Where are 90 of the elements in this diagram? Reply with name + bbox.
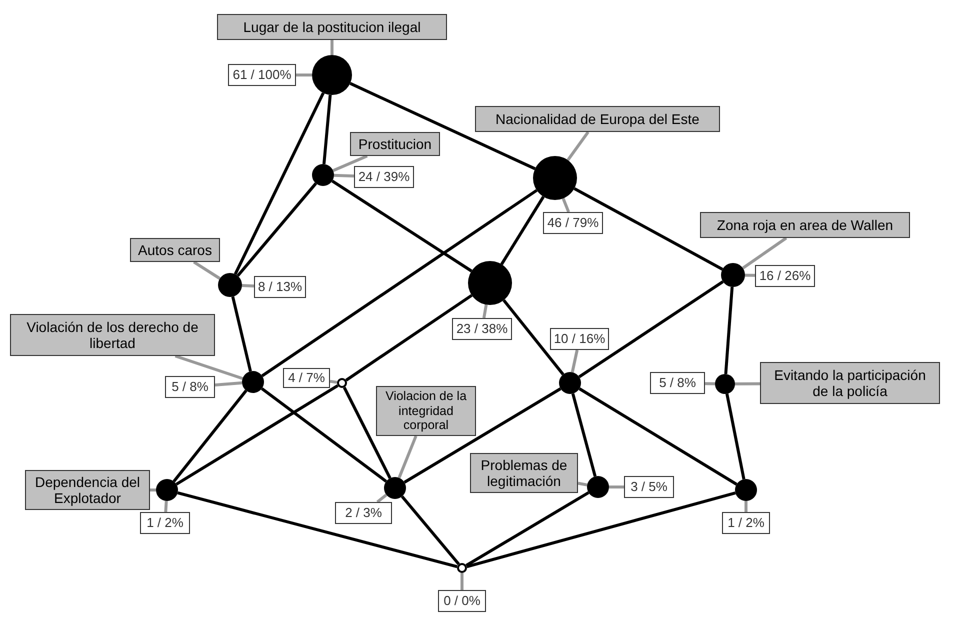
count-label: 0 / 0%: [438, 590, 486, 612]
attribute-label: Autos caros: [130, 238, 220, 262]
concept-node: [384, 477, 406, 499]
lattice-line: [260, 387, 388, 483]
count-label: 1 / 2%: [140, 512, 190, 534]
attribute-label: Violación de los derecho de libertad: [10, 314, 215, 356]
leader-line: [609, 486, 624, 488]
attribute-label: Prostitucion: [350, 132, 440, 156]
lattice-line: [404, 387, 562, 484]
leader-line: [704, 382, 716, 386]
leader-line: [330, 40, 334, 55]
lattice-line: [466, 491, 590, 567]
lattice-line: [350, 82, 536, 170]
leader-line: [744, 274, 756, 277]
concept-node: [242, 371, 264, 393]
lattice-line: [331, 180, 472, 272]
leader-line: [164, 500, 168, 512]
lattice-line: [502, 299, 564, 376]
count-label: 16 / 26%: [755, 265, 815, 287]
attribute-label: Lugar de la postitucion ilegal: [217, 14, 447, 40]
leader-line: [570, 350, 579, 373]
count-label: 46 / 79%: [543, 212, 603, 234]
count-label: 24 / 39%: [354, 166, 414, 188]
count-label: 2 / 3%: [335, 502, 392, 524]
lattice-line: [725, 394, 746, 480]
leader-line: [566, 131, 590, 162]
concept-node: [468, 261, 512, 305]
concept-node: [559, 372, 581, 394]
attribute-label: Problemas de legitimación: [470, 453, 578, 493]
concept-node: [587, 476, 609, 498]
concept-node: [312, 164, 334, 186]
lattice-line: [342, 386, 392, 479]
count-label: 5 / 8%: [650, 372, 705, 394]
concept-node: [312, 55, 352, 95]
lattice-line: [574, 187, 724, 271]
count-label: 10 / 16%: [550, 328, 609, 350]
leader-line: [742, 236, 788, 270]
leader-line: [150, 488, 156, 492]
leader-line: [376, 494, 388, 504]
leader-line: [744, 501, 748, 512]
leader-line: [174, 354, 244, 380]
leader-line: [296, 74, 312, 76]
concept-node: [715, 374, 735, 394]
lattice-line: [177, 491, 458, 568]
count-label: 5 / 8%: [165, 376, 215, 398]
attribute-label: Zona roja en area de Wallen: [700, 212, 910, 238]
lattice-line: [231, 296, 252, 372]
concept-node: [533, 156, 577, 200]
attribute-label: Dependencia del Explotador: [25, 470, 150, 510]
attribute-label: Violacion de la integridad corporal: [376, 386, 476, 436]
leader-line: [193, 260, 221, 280]
count-label: 1 / 2%: [722, 512, 770, 534]
leader-line: [578, 482, 588, 486]
concept-node: [156, 479, 178, 501]
lattice-line: [466, 491, 736, 568]
lattice-line: [578, 280, 724, 378]
empty-concept-node: [457, 563, 467, 573]
lattice-line: [172, 390, 248, 482]
count-label: 23 / 38%: [452, 318, 512, 340]
lattice-line: [578, 387, 738, 486]
leader-line: [214, 381, 242, 387]
concept-node: [721, 263, 745, 287]
lattice-line: [236, 182, 318, 277]
concept-node: [735, 479, 757, 501]
leader-line: [398, 435, 418, 478]
leader-line: [332, 154, 368, 172]
lattice-line: [724, 286, 734, 374]
leader-line: [460, 573, 464, 590]
attribute-label: Nacionalidad de Europa del Este: [475, 106, 720, 132]
lattice-line: [234, 92, 325, 275]
lattice-line: [345, 294, 473, 382]
leader-line: [734, 382, 760, 386]
leader-line: [330, 380, 338, 384]
leader-line: [482, 304, 488, 318]
empty-concept-node: [337, 378, 347, 388]
concept-node: [218, 273, 242, 297]
lattice-line: [322, 94, 332, 164]
lattice-line: [261, 189, 538, 378]
attribute-label: Evitando la participación de la policía: [760, 362, 940, 404]
lattice-line: [571, 393, 597, 477]
leader-line: [334, 174, 354, 178]
count-label: 4 / 7%: [283, 368, 330, 388]
count-label: 61 / 100%: [228, 64, 296, 86]
leader-line: [242, 284, 254, 288]
count-label: 3 / 5%: [624, 476, 674, 498]
lattice-line: [176, 384, 339, 486]
leader-line: [562, 198, 570, 213]
count-label: 8 / 13%: [254, 276, 306, 298]
lattice-line: [500, 196, 545, 266]
lattice-line: [400, 495, 460, 566]
